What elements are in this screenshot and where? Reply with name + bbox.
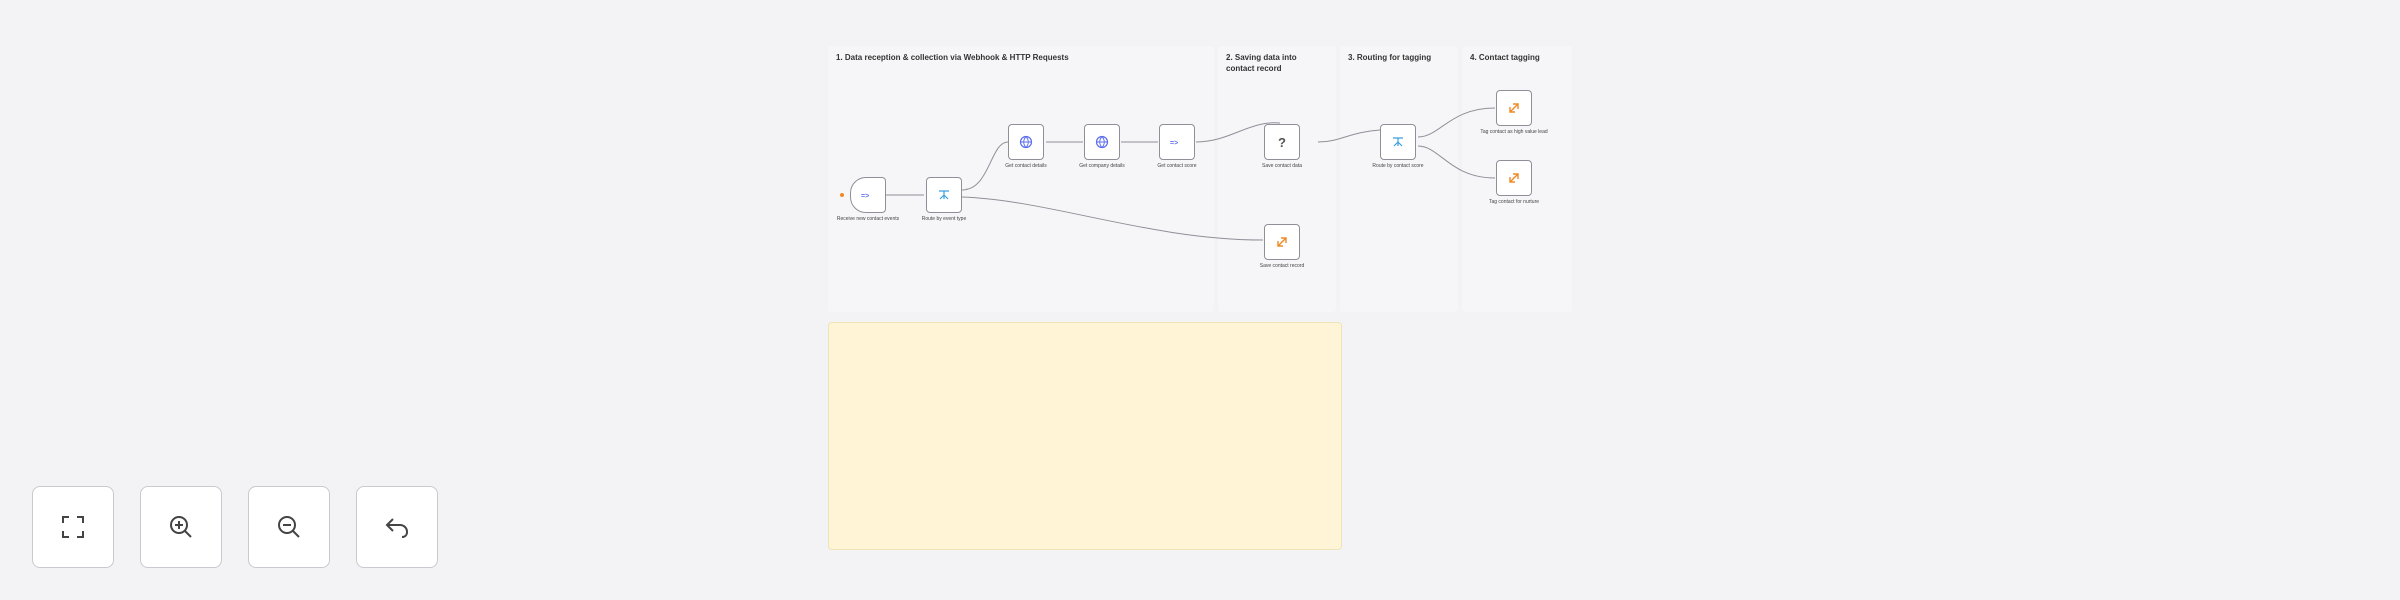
group-saving-data[interactable]: 2. Saving data into contact record bbox=[1218, 46, 1336, 312]
node-label: Route by event type bbox=[921, 216, 967, 222]
node-label: Get contact score bbox=[1157, 163, 1197, 169]
node-get-contact-score[interactable]: => bbox=[1159, 124, 1195, 160]
svg-text:=>: => bbox=[861, 193, 869, 200]
group-data-reception[interactable]: 1. Data reception & collection via Webho… bbox=[828, 46, 1214, 312]
node-get-contact-details[interactable] bbox=[1008, 124, 1044, 160]
group-title: 4. Contact tagging bbox=[1470, 53, 1540, 62]
svg-text:?: ? bbox=[1278, 135, 1286, 149]
svg-text:=>: => bbox=[1170, 140, 1178, 147]
zoom-in-icon bbox=[170, 516, 192, 538]
node-tag-nurture[interactable] bbox=[1496, 160, 1532, 196]
node-label: Get contact details bbox=[1005, 163, 1047, 169]
switch-icon bbox=[1393, 137, 1403, 147]
group-title: 2. Saving data into contact record bbox=[1226, 53, 1297, 73]
zoom-in-button[interactable] bbox=[140, 486, 222, 568]
node-label: Tag contact as high value lead bbox=[1480, 129, 1548, 135]
node-label: Save contact data bbox=[1261, 163, 1303, 169]
group-title: 1. Data reception & collection via Webho… bbox=[836, 53, 1069, 62]
node-label: Get company details bbox=[1079, 163, 1125, 169]
fit-icon bbox=[62, 516, 84, 538]
node-get-company-details[interactable] bbox=[1084, 124, 1120, 160]
node-label: Route by contact score bbox=[1372, 163, 1424, 169]
sticky-note[interactable] bbox=[828, 322, 1342, 550]
undo-button[interactable] bbox=[356, 486, 438, 568]
group-routing[interactable]: 3. Routing for tagging bbox=[1340, 46, 1458, 312]
trigger-indicator bbox=[840, 193, 844, 197]
bolt-icon bbox=[1509, 103, 1519, 113]
zoom-out-icon bbox=[278, 516, 300, 538]
zoom-out-button[interactable] bbox=[248, 486, 330, 568]
node-save-contact-data[interactable]: ? bbox=[1264, 124, 1300, 160]
undo-icon bbox=[385, 518, 409, 538]
node-receive-contact-events[interactable]: => bbox=[850, 177, 886, 213]
globe-icon bbox=[1095, 135, 1109, 149]
fit-view-button[interactable] bbox=[32, 486, 114, 568]
node-route-contact-score[interactable] bbox=[1380, 124, 1416, 160]
code-icon: => bbox=[1170, 140, 1178, 147]
switch-icon bbox=[939, 190, 949, 200]
bolt-icon bbox=[1277, 237, 1287, 247]
group-title: 3. Routing for tagging bbox=[1348, 53, 1432, 62]
node-tag-high-value[interactable] bbox=[1496, 90, 1532, 126]
globe-icon bbox=[1019, 135, 1033, 149]
node-label: Receive new contact events bbox=[836, 216, 900, 222]
output-label: • bbox=[966, 186, 968, 191]
webhook-icon: => bbox=[861, 193, 869, 200]
question-icon: ? bbox=[1278, 135, 1286, 149]
node-route-event-type[interactable] bbox=[926, 177, 962, 213]
node-save-contact-record[interactable] bbox=[1264, 224, 1300, 260]
node-label: Save contact record bbox=[1259, 263, 1305, 269]
node-label: Tag contact for nurture bbox=[1488, 199, 1540, 205]
bolt-icon bbox=[1509, 173, 1519, 183]
